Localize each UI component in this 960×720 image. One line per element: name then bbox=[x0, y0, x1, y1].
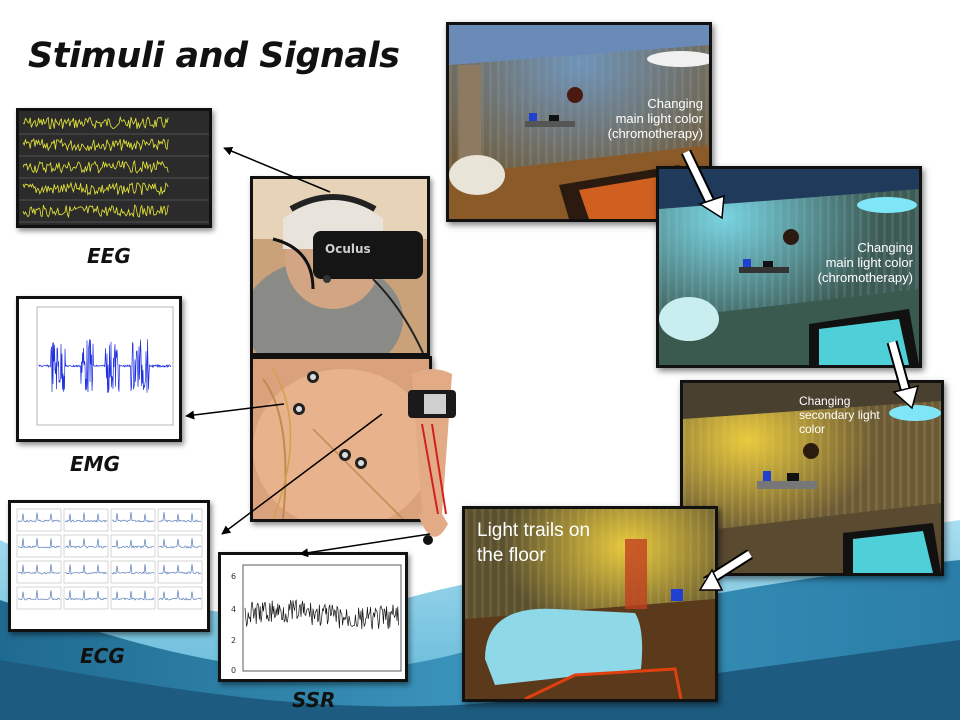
ecg-lead-panel bbox=[110, 534, 156, 558]
ecg-lead-panel bbox=[110, 560, 156, 584]
ecg-lead-trace bbox=[17, 590, 61, 601]
scene-2-caption-line: main light color bbox=[825, 254, 913, 270]
ssr-tick-2: 2 bbox=[231, 636, 236, 645]
ssr-tick-6: 6 bbox=[231, 572, 236, 581]
scene-3-caption-line: secondary light bbox=[799, 407, 880, 422]
ecg-lead-trace bbox=[64, 590, 108, 601]
scene-3-caption: Changing secondary light color bbox=[799, 394, 880, 436]
ecg-lead-trace bbox=[17, 564, 60, 575]
ecg-lead-trace bbox=[111, 590, 155, 601]
scene-2-caption: Changing main light color (chromotherapy… bbox=[817, 240, 913, 286]
emg-trace bbox=[38, 339, 171, 393]
ecg-lead-trace bbox=[64, 538, 108, 549]
scene-3-caption-line: color bbox=[799, 421, 826, 436]
scene-1-caption-line: main light color bbox=[615, 110, 703, 126]
scene-3-screenshot: Changing secondary light color bbox=[680, 380, 944, 576]
scene-1-screenshot: Changing main light color (chromotherapy… bbox=[446, 22, 712, 222]
arm-photo bbox=[402, 364, 462, 554]
scene-4-caption: Light trails on the floor bbox=[477, 519, 590, 568]
ecg-lead-panel bbox=[157, 534, 203, 558]
eeg-channel-trace bbox=[22, 159, 169, 174]
ssr-trace bbox=[244, 599, 399, 630]
ecg-lead-panel bbox=[16, 508, 62, 532]
ecg-lead-trace bbox=[111, 512, 155, 523]
ecg-lead-panel bbox=[16, 560, 62, 584]
oculus-brand-text: Oculus bbox=[325, 242, 371, 256]
slide-title: Stimuli and Signals bbox=[28, 36, 400, 76]
ecg-lead-trace bbox=[158, 537, 202, 549]
eeg-channel-trace bbox=[22, 204, 169, 219]
ecg-lead-panel bbox=[63, 508, 109, 532]
ssr-tick-0: 0 bbox=[231, 666, 236, 675]
eeg-label: EEG bbox=[87, 244, 131, 268]
ecg-lead-trace bbox=[158, 512, 202, 523]
ecg-lead-panel bbox=[63, 560, 109, 584]
ecg-lead-panel bbox=[157, 586, 203, 610]
emg-label: EMG bbox=[70, 452, 120, 476]
ecg-lead-panel bbox=[110, 508, 156, 532]
ecg-lead-trace bbox=[17, 538, 61, 549]
ecg-trace-graphic bbox=[11, 503, 207, 629]
eeg-channel-trace bbox=[22, 181, 169, 196]
ecg-lead-panel bbox=[110, 586, 156, 610]
scene-2-caption-line: (chromotherapy) bbox=[817, 269, 913, 285]
eeg-channel-trace bbox=[22, 137, 169, 152]
ecg-lead-panel bbox=[157, 508, 203, 532]
ecg-lead-trace bbox=[64, 564, 108, 575]
scene-3-caption-line: Changing bbox=[799, 394, 851, 408]
ecg-lead-trace bbox=[64, 512, 108, 523]
scene-1-caption-line: Changing bbox=[647, 96, 703, 111]
ssr-label: SSR bbox=[292, 688, 336, 712]
ecg-lead-trace bbox=[17, 512, 61, 523]
scene-2-caption-line: Changing bbox=[857, 240, 913, 255]
ecg-lead-trace bbox=[111, 564, 155, 575]
ecg-lead-panel bbox=[63, 534, 109, 558]
ecg-lead-panel bbox=[157, 560, 203, 584]
headset-photo: Oculus bbox=[250, 176, 430, 356]
eeg-channel-trace bbox=[22, 115, 169, 130]
emg-plot bbox=[16, 296, 182, 442]
ecg-lead-trace bbox=[158, 590, 202, 601]
eeg-plot bbox=[16, 108, 212, 228]
ssr-tick-4: 4 bbox=[231, 605, 236, 614]
ecg-lead-trace bbox=[158, 564, 202, 575]
eeg-trace-graphic bbox=[19, 111, 209, 225]
emg-trace-graphic bbox=[19, 299, 179, 439]
scene-2-screenshot: Changing main light color (chromotherapy… bbox=[656, 166, 922, 368]
ecg-label: ECG bbox=[80, 644, 125, 668]
ecg-lead-trace bbox=[111, 538, 155, 549]
ecg-lead-panel bbox=[16, 534, 62, 558]
ecg-lead-panel bbox=[16, 586, 62, 610]
scene-1-caption-line: (chromotherapy) bbox=[607, 125, 703, 141]
scene-4-caption-line: the floor bbox=[477, 544, 546, 566]
ssr-plot: 6 4 2 0 bbox=[218, 552, 408, 682]
ecg-lead-panel bbox=[63, 586, 109, 610]
ecg-plot bbox=[8, 500, 210, 632]
ssr-trace-graphic: 6 4 2 0 bbox=[221, 555, 405, 679]
scene-4-caption-line: Light trails on bbox=[477, 520, 591, 541]
scene-1-caption: Changing main light color (chromotherapy… bbox=[607, 96, 703, 142]
scene-4-screenshot: Light trails on the floor bbox=[462, 506, 718, 702]
